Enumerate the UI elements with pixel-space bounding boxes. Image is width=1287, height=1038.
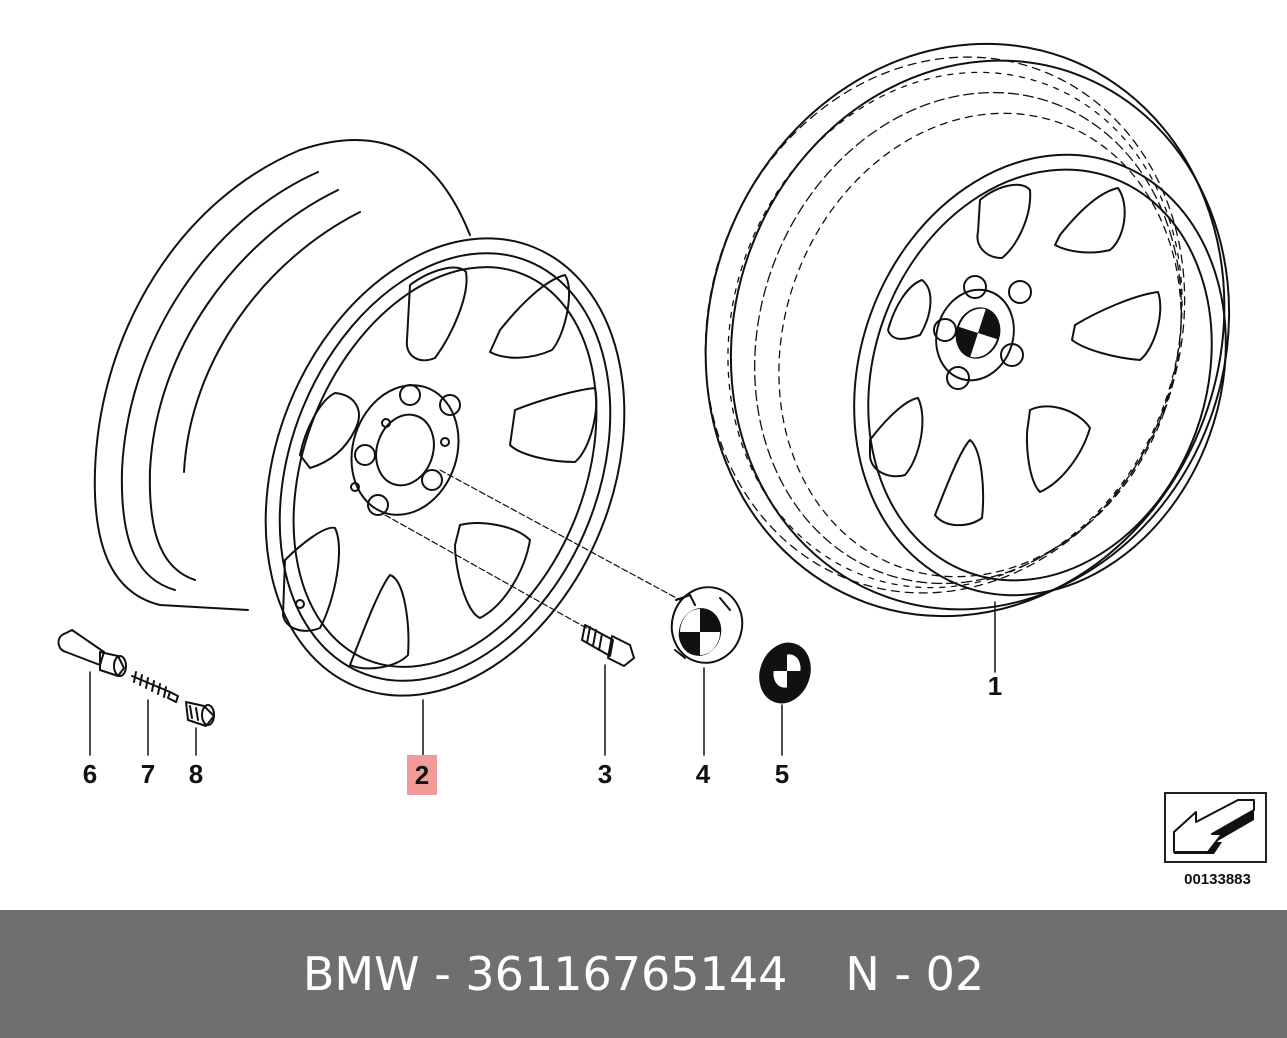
complete-wheel-illustration	[704, 42, 1231, 618]
page-label: N - 02	[845, 947, 985, 1001]
part-number-label: BMW - 36116765144	[302, 947, 788, 1001]
callout-7[interactable]: 7	[140, 759, 156, 789]
reference-arrow-box	[1164, 792, 1267, 863]
diagram-reference-code: 00133883	[1184, 871, 1251, 888]
valve-core-illustration	[131, 671, 179, 703]
arrow-icon	[1173, 799, 1255, 854]
wheel-parts-diagram	[57, 42, 1231, 756]
callout-1[interactable]: 1	[987, 671, 1003, 701]
wheel-bolt-illustration	[581, 624, 635, 667]
callout-2-highlighted[interactable]: 2	[407, 755, 437, 795]
assembly-leader-lines	[384, 469, 681, 631]
hub-cap-illustration	[670, 586, 744, 664]
valve-cap-illustration	[185, 701, 215, 727]
callout-leader-lines	[89, 601, 996, 756]
callout-5[interactable]: 5	[774, 759, 790, 789]
rim-illustration	[93, 139, 626, 697]
callout-6[interactable]: 6	[82, 759, 98, 789]
callout-3[interactable]: 3	[597, 759, 613, 789]
valve-illustration	[57, 629, 127, 677]
callout-4[interactable]: 4	[695, 759, 711, 789]
callout-8[interactable]: 8	[188, 759, 204, 789]
emblem-illustration	[759, 642, 811, 704]
footer-bar: BMW - 36116765144 N - 02	[0, 910, 1287, 1038]
